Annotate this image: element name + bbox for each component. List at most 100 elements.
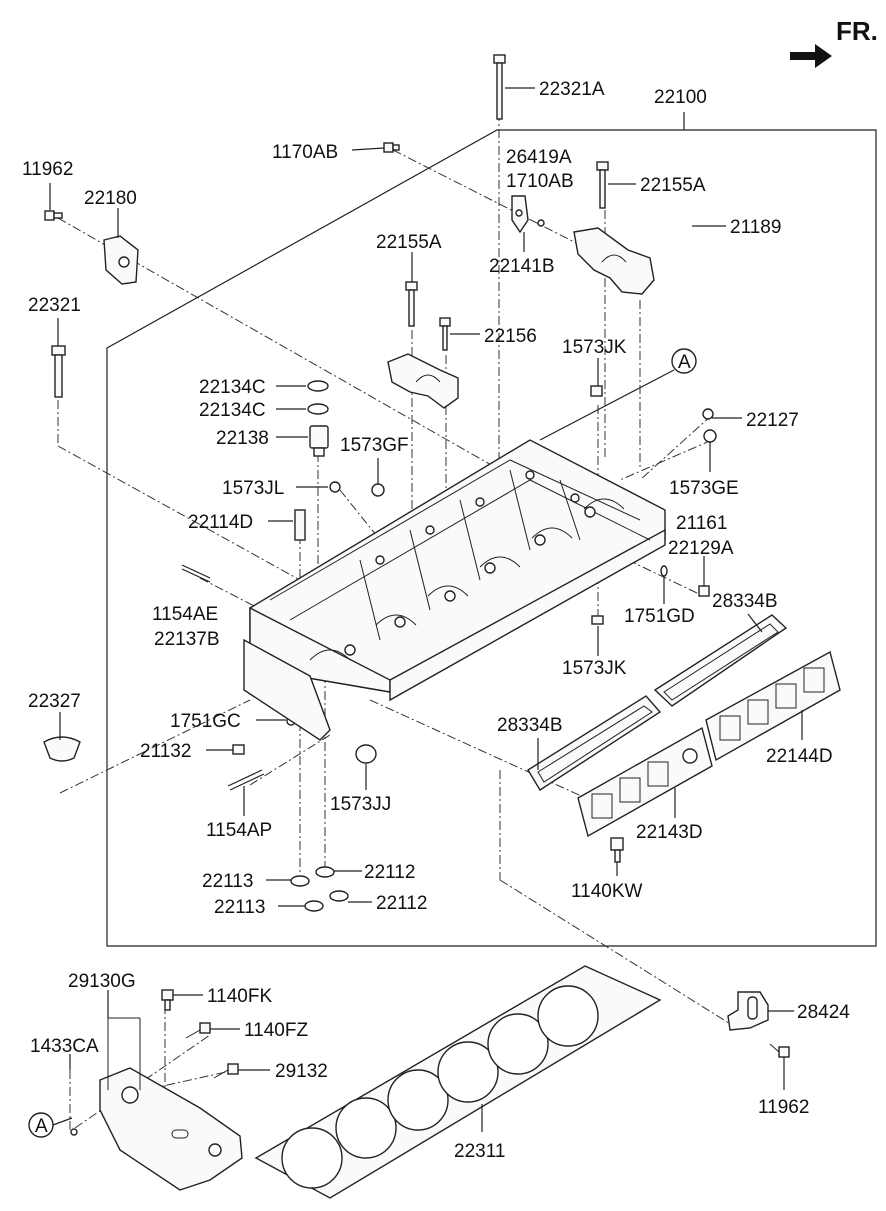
bolt-1140FZ <box>185 1022 211 1039</box>
label-1154AE: 1154AE <box>152 604 218 625</box>
label-22100: 22100 <box>654 87 707 108</box>
seal-22112-b <box>329 890 349 902</box>
label-22155A-mid: 22155A <box>376 232 442 253</box>
injector-sleeve-22138 <box>309 425 329 457</box>
gasket-28334B-right <box>653 614 788 707</box>
camshaft-journal-bores <box>309 498 625 661</box>
head-gasket-22311 <box>254 965 662 1199</box>
bolt-1170AB <box>383 142 400 153</box>
label-1573JK-bottom: 1573JK <box>562 658 627 679</box>
seal-22113-a <box>290 875 310 887</box>
ref-marker-a-cover-label: A <box>35 1116 48 1137</box>
label-22180: 22180 <box>84 188 137 209</box>
label-22137B: 22137B <box>154 629 220 650</box>
label-22112-b: 22112 <box>376 893 427 914</box>
plug-22327 <box>43 736 81 762</box>
part-number-labels: 22321A 22100 1170AB 26419A 1710AB 22155A… <box>22 79 850 1162</box>
label-22112-a: 22112 <box>364 862 415 883</box>
label-1710AB: 1710AB <box>506 171 574 192</box>
ref-marker-a-head-label: A <box>678 352 691 373</box>
plug-1573JK-bottom <box>591 615 604 625</box>
plug-22127 <box>702 408 714 420</box>
exhaust-manifold-22144D <box>705 650 841 762</box>
label-22156: 22156 <box>484 326 537 347</box>
bolt-1140KW <box>610 837 624 863</box>
label-22113-b: 22113 <box>214 897 265 918</box>
bolt-11962-bottom <box>769 1043 790 1058</box>
label-22134C-a: 22134C <box>199 377 266 398</box>
label-1573GF: 1573GF <box>340 435 409 456</box>
label-11962-bottom: 11962 <box>758 1097 809 1118</box>
label-21132: 21132 <box>140 741 191 762</box>
label-22321: 22321 <box>28 295 81 316</box>
label-28334B-left: 28334B <box>497 715 563 736</box>
label-1751GC: 1751GC <box>170 711 241 732</box>
front-arrow-icon <box>790 44 832 68</box>
label-22138: 22138 <box>216 428 269 449</box>
plug-1573GF <box>371 483 385 497</box>
label-1751GD: 1751GD <box>624 606 695 627</box>
o-ring-22134C-b <box>307 403 329 415</box>
dowel-22114D <box>294 509 306 541</box>
bolt-22321A <box>493 54 506 120</box>
label-22143D: 22143D <box>636 822 703 843</box>
label-22114D: 22114D <box>188 512 253 533</box>
cylinder-head-22100 <box>243 439 666 741</box>
seal-22112-a <box>315 866 335 878</box>
label-22155A-top: 22155A <box>640 175 706 196</box>
ref-marker-a-head: A <box>539 348 697 441</box>
bracket-22180 <box>103 235 139 285</box>
cylinder-head-assembly-boundary <box>106 129 877 947</box>
label-22311: 22311 <box>454 1141 505 1162</box>
seal-22113-b <box>304 900 324 912</box>
label-22134C-b: 22134C <box>199 400 266 421</box>
label-1573JK-top: 1573JK <box>562 337 627 358</box>
washer-1751GD <box>660 565 668 577</box>
o-ring-22134C-a <box>307 380 329 392</box>
bolt-11962-top <box>44 210 63 221</box>
bracket-22141B <box>511 195 529 234</box>
bolt-22156 <box>439 317 451 351</box>
front-direction-indicator: FR. <box>790 16 878 68</box>
exhaust-manifold-22143D <box>577 726 713 838</box>
cam-cap-22155A-mid <box>387 353 459 409</box>
bolt-1710AB <box>537 219 545 227</box>
plug-1573GE <box>703 429 717 443</box>
gasket-28334B-left <box>527 695 662 791</box>
bolt-29132 <box>213 1063 239 1079</box>
label-22144D: 22144D <box>766 746 833 767</box>
label-28334B-right: 28334B <box>712 591 778 612</box>
front-direction-label: FR. <box>836 16 878 46</box>
bolt-21132 <box>232 744 245 755</box>
cam-cap-21189 <box>573 227 655 295</box>
label-21161: 21161 <box>676 513 727 534</box>
bolt-22155A-mid <box>405 281 418 327</box>
label-11962-top: 11962 <box>22 159 73 180</box>
front-cover-29130G <box>99 1017 243 1191</box>
bracket-28424 <box>727 991 769 1031</box>
label-22129A: 22129A <box>668 538 734 559</box>
plug-1433CA <box>70 1128 78 1136</box>
plug-1573JL <box>329 481 341 493</box>
label-1573GE: 1573GE <box>669 478 739 499</box>
label-29132: 29132 <box>275 1061 328 1082</box>
plug-1573JJ <box>355 744 377 764</box>
bolt-22129A <box>698 585 710 597</box>
label-1573JJ: 1573JJ <box>330 794 391 815</box>
bolt-22321 <box>51 345 66 398</box>
label-29130G: 29130G <box>68 971 136 992</box>
bolt-22155A-top <box>596 161 609 209</box>
stud-1154AP <box>227 769 265 791</box>
label-1170AB: 1170AB <box>272 142 338 163</box>
label-22141B: 22141B <box>489 256 555 277</box>
label-1140FZ: 1140FZ <box>244 1020 308 1041</box>
stud-1154AE <box>181 564 211 583</box>
label-1140FK: 1140FK <box>207 986 272 1007</box>
leader-lines <box>49 87 803 1132</box>
plug-1573JK-top <box>590 385 603 397</box>
ref-marker-a-cover: A <box>28 1112 73 1138</box>
label-22327: 22327 <box>28 691 81 712</box>
label-21189: 21189 <box>730 217 781 238</box>
label-22113-a: 22113 <box>202 871 253 892</box>
